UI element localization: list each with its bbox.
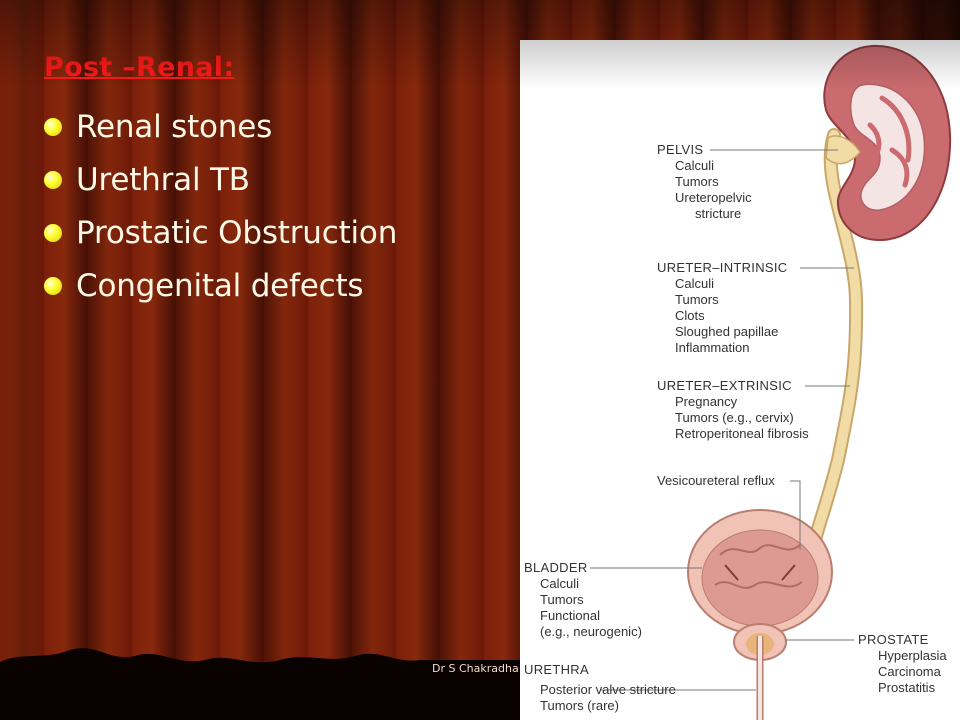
ureter-intrinsic-item: Clots xyxy=(675,308,705,323)
ureter-intrinsic-item: Inflammation xyxy=(675,340,749,355)
bullet-dot-icon xyxy=(44,117,62,136)
ureter-extrinsic-label: URETER–EXTRINSIC xyxy=(657,378,792,393)
bullet-dot-icon xyxy=(44,223,62,242)
reflux-label: Vesicoureteral reflux xyxy=(657,473,775,488)
pelvis-label: PELVIS xyxy=(657,142,703,157)
prostate-item: Carcinoma xyxy=(878,664,942,679)
bladder-label: BLADDER xyxy=(524,560,588,575)
ureter-extrinsic-item: Retroperitoneal fibrosis xyxy=(675,426,809,441)
bullet-dot-icon xyxy=(44,276,62,295)
pelvis-item: Calculi xyxy=(675,158,714,173)
prostate-item: Prostatitis xyxy=(878,680,936,695)
prostate-label: PROSTATE xyxy=(858,632,929,647)
bladder-item: Functional xyxy=(540,608,600,623)
kidney-shape xyxy=(823,44,952,242)
prostate-item: Hyperplasia xyxy=(878,648,947,663)
urethra-item: Posterior valve stricture xyxy=(540,682,676,697)
slide-heading: Post –Renal: xyxy=(44,52,235,83)
leader-lines xyxy=(590,149,854,691)
bullet-text: Urethral TB xyxy=(76,161,250,198)
bullet-list: Renal stones Urethral TB Prostatic Obstr… xyxy=(44,100,397,312)
bladder-item: Tumors xyxy=(540,592,584,607)
ureter-intrinsic-item: Tumors xyxy=(675,292,719,307)
bullet-item: Renal stones xyxy=(44,100,397,153)
bullet-text: Congenital defects xyxy=(76,267,364,304)
bullet-text: Renal stones xyxy=(76,108,273,145)
bladder-item: (e.g., neurogenic) xyxy=(540,624,642,639)
pelvis-item: stricture xyxy=(695,206,741,221)
bullet-item: Urethral TB xyxy=(44,153,397,206)
urinary-tract-diagram: PELVIS Calculi Tumors Ureteropelvic stri… xyxy=(520,40,960,720)
pelvis-item: Ureteropelvic xyxy=(675,190,752,205)
urethra-item: Tumors (rare) xyxy=(540,698,619,713)
bullet-text: Prostatic Obstruction xyxy=(76,214,398,251)
bladder-item: Calculi xyxy=(540,576,579,591)
bullet-item: Congenital defects xyxy=(44,259,397,312)
diagram-svg: PELVIS Calculi Tumors Ureteropelvic stri… xyxy=(524,44,952,720)
ureter-extrinsic-item: Tumors (e.g., cervix) xyxy=(675,410,794,425)
ureter-extrinsic-item: Pregnancy xyxy=(675,394,738,409)
pelvis-item: Tumors xyxy=(675,174,719,189)
ureter-intrinsic-item: Sloughed papillae xyxy=(675,324,778,339)
bullet-dot-icon xyxy=(44,170,62,189)
ureter-intrinsic-item: Calculi xyxy=(675,276,714,291)
bladder-shape xyxy=(687,509,833,635)
footer-author: Dr S Chakradha xyxy=(432,662,519,675)
urethra-label: URETHRA xyxy=(524,662,589,677)
bullet-item: Prostatic Obstruction xyxy=(44,206,397,259)
ureter-intrinsic-label: URETER–INTRINSIC xyxy=(657,260,787,275)
